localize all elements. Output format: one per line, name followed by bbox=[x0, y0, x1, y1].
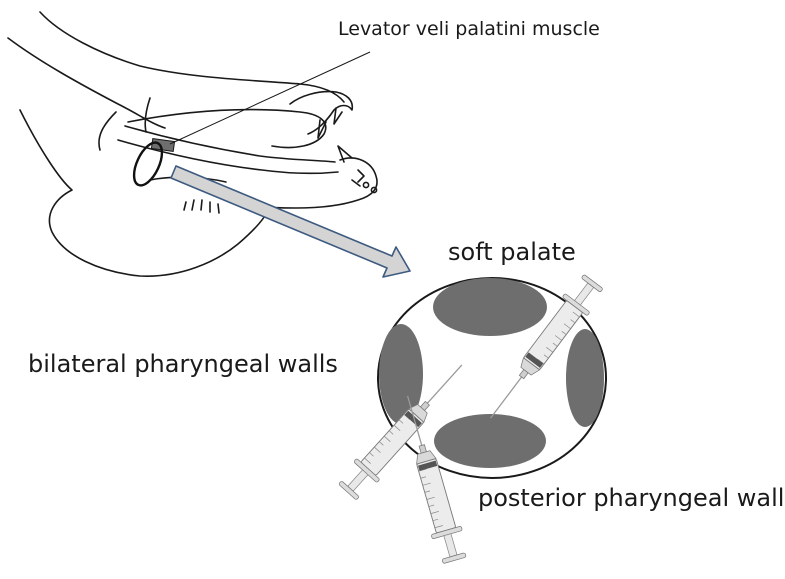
cranial-base bbox=[8, 38, 165, 128]
incisor bbox=[334, 108, 342, 124]
right-wall-site bbox=[566, 329, 604, 427]
pharynx-wall-2 bbox=[99, 112, 116, 150]
jaw-detail bbox=[352, 170, 364, 186]
bilateral-walls-label: bilateral pharyngeal walls bbox=[28, 350, 338, 378]
soft-palate-label: soft palate bbox=[448, 238, 576, 266]
cross-section-marker bbox=[128, 139, 167, 190]
nostril-dot bbox=[363, 182, 368, 187]
upper-canine bbox=[318, 120, 326, 138]
skull-outline bbox=[40, 12, 344, 102]
soft-palate-site bbox=[433, 278, 547, 336]
hairs bbox=[184, 200, 219, 213]
direction-arrow bbox=[171, 166, 410, 277]
posterior-wall-site bbox=[434, 414, 546, 468]
pharynx-wall bbox=[145, 98, 150, 132]
muscle-label: Levator veli palatini muscle bbox=[338, 18, 600, 40]
upper-jaw bbox=[290, 92, 352, 134]
posterior-wall-label: posterior pharyngeal wall bbox=[478, 484, 784, 512]
